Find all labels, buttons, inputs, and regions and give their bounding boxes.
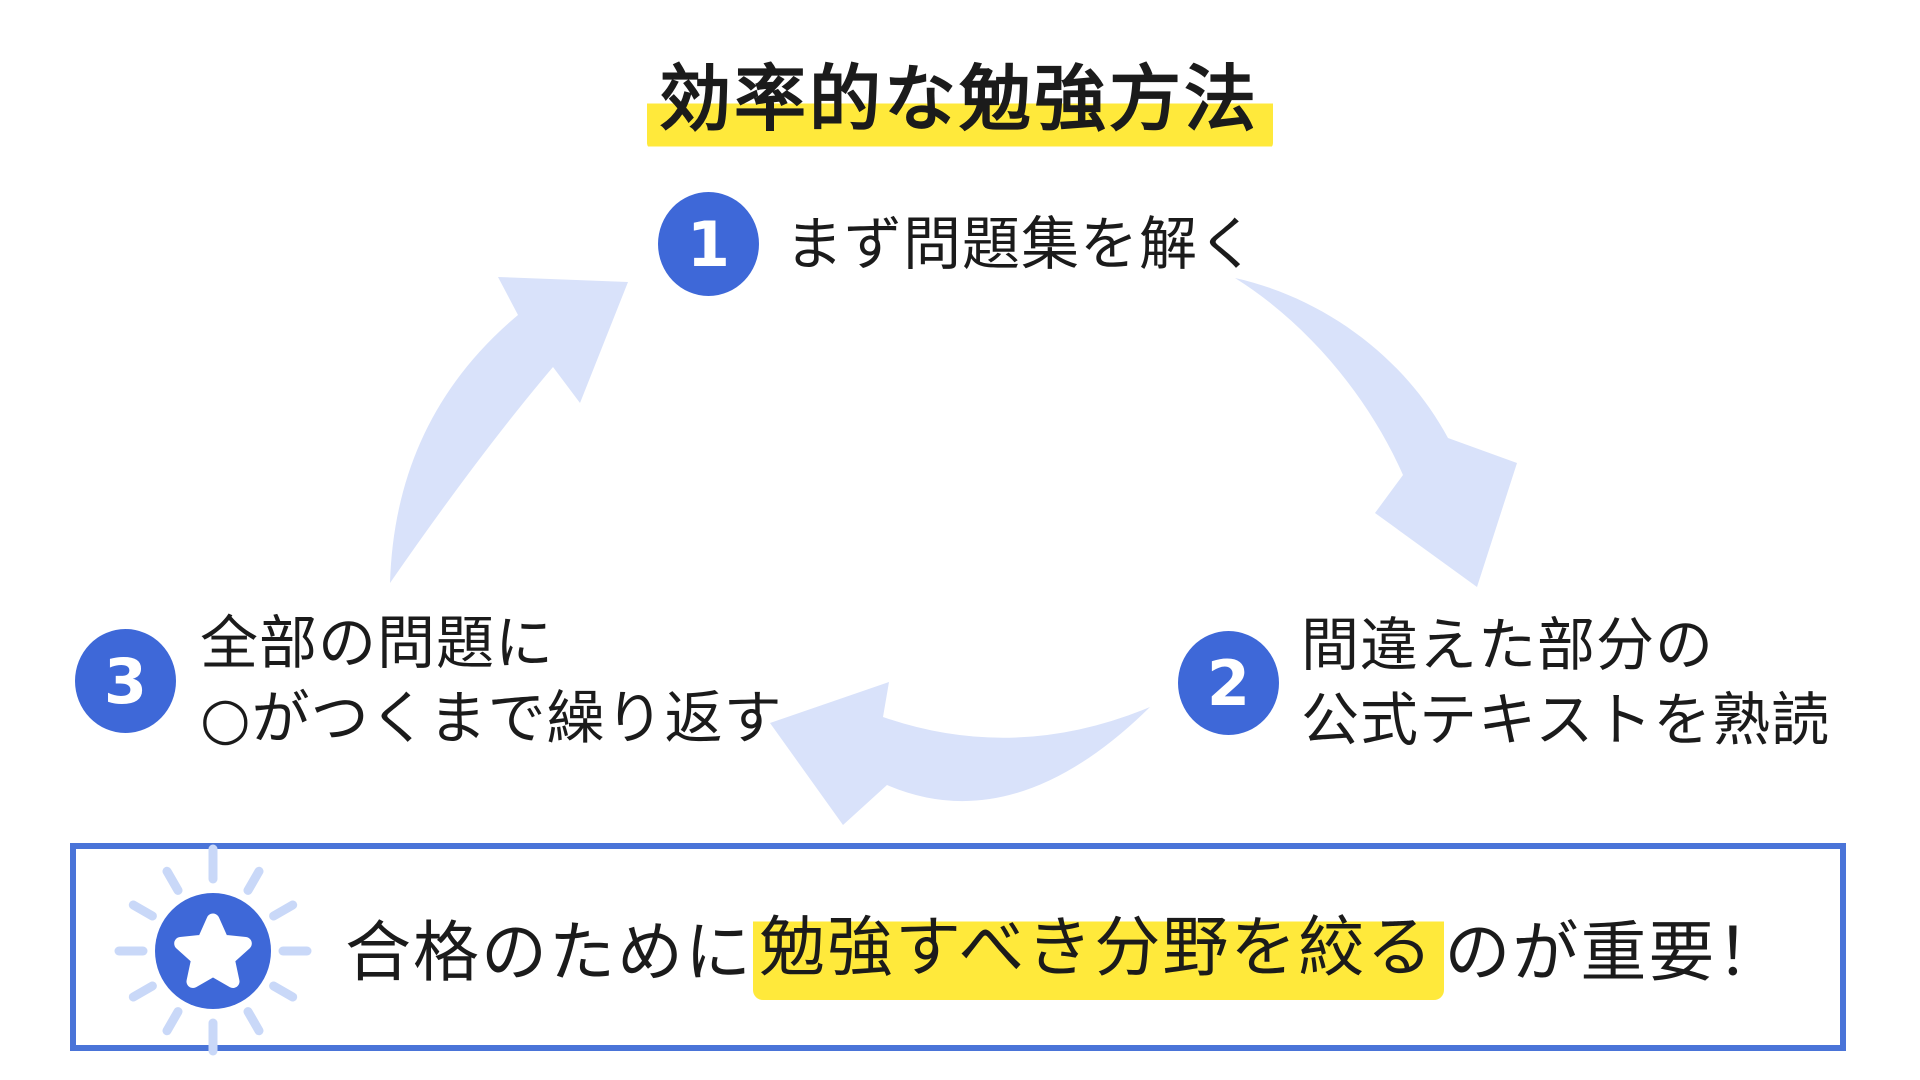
- step-2-line-1: 間違えた部分の: [1301, 611, 1715, 679]
- arrow-step3-to-step1-icon: [390, 277, 628, 583]
- arrow-step2-to-step3-icon: [770, 682, 1150, 825]
- callout-text-after: のが重要！: [1444, 914, 1785, 991]
- callout-text: 合格のために勉強すべき分野を絞るのが重要！: [345, 843, 1784, 1051]
- step-1-number: 1: [686, 207, 731, 281]
- step-2-number-badge: 2: [1178, 631, 1279, 735]
- step-2-text: 間違えた部分の 公式テキストを熟読: [1301, 608, 1830, 758]
- step-1: 1 まず問題集を解く: [658, 192, 1257, 296]
- arrow-step1-to-step2-icon: [1235, 278, 1517, 587]
- star-rays: [114, 844, 312, 1056]
- step-3: 3 全部の問題に ○がつくまで繰り返す: [75, 606, 783, 756]
- star-burst-icon: [114, 844, 312, 1056]
- step-3-number: 3: [103, 644, 148, 718]
- step-1-number-badge: 1: [658, 192, 759, 296]
- step-2-line-2: 公式テキストを熟読: [1301, 686, 1831, 754]
- step-1-text: まず問題集を解く: [785, 207, 1257, 282]
- page-title: 効率的な勉強方法: [0, 58, 1920, 149]
- step-2: 2 間違えた部分の 公式テキストを熟読: [1178, 608, 1830, 758]
- step-1-line-1: まず問題集を解く: [785, 209, 1258, 278]
- callout-text-before: 合格のために: [345, 914, 753, 991]
- callout-highlighted-text: 勉強すべき分野を絞る: [753, 894, 1445, 1000]
- step-3-line-1: 全部の問題に: [200, 609, 555, 677]
- star-glyph: [174, 913, 252, 988]
- step-2-number: 2: [1206, 646, 1251, 720]
- step-3-line-2: ○がつくまで繰り返す: [200, 684, 783, 752]
- page-title-text: 効率的な勉強方法: [646, 58, 1273, 149]
- step-3-number-badge: 3: [75, 629, 176, 733]
- step-3-text: 全部の問題に ○がつくまで繰り返す: [200, 606, 783, 756]
